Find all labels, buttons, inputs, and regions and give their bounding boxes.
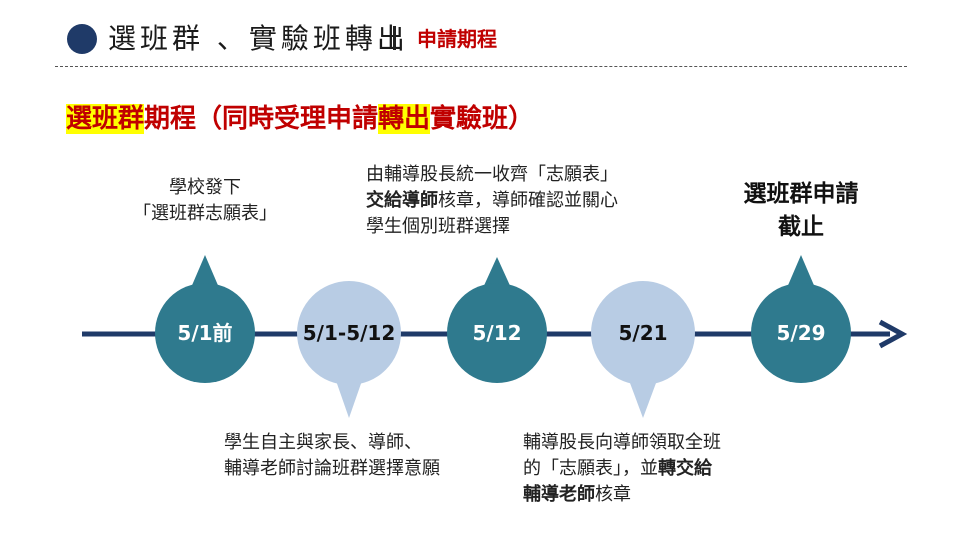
note-2: 學生自主與家長、導師、 輔導老師討論班群選擇意願: [224, 430, 440, 482]
note-4-line-3-rest: 核章: [595, 484, 631, 505]
node-2-pointer: [334, 375, 364, 418]
note-4-line-2: 的「志願表」，並轉交給: [523, 456, 721, 482]
note-4-line-3: 輔導老師核章: [523, 482, 721, 508]
note-1-line-2: 「選班群志願表」: [133, 203, 277, 224]
node-4-circle: [591, 281, 695, 385]
node-3-label: 5/12: [472, 321, 522, 345]
note-1: 學校發下 「選班群志願表」: [120, 175, 290, 227]
node-5-circle: [751, 283, 851, 383]
section-title-text-1: 期程（同時受理申請: [144, 104, 379, 134]
note-2-line-2: 輔導老師討論班群選擇意願: [224, 458, 440, 479]
title-separator: [393, 26, 396, 50]
node-3-pointer: [482, 257, 512, 290]
page-title: 選班群 、實驗班轉出: [108, 22, 409, 55]
section-title-highlight-1: 選班群: [66, 104, 145, 134]
node-1-circle: [155, 283, 255, 383]
note-4-bold-1: 轉交給: [658, 458, 712, 479]
note-3-bold: 交給導師: [366, 190, 438, 211]
note-3-line-3: 學生個別班群選擇: [366, 216, 510, 237]
note-5-line-2: 截止: [778, 214, 824, 240]
node-5-pointer: [786, 255, 816, 290]
note-5: 選班群申請 截止: [726, 178, 876, 244]
note-3: 由輔導股長統一收齊「志願表」 交給導師核章，導師確認並關心 學生個別班群選擇: [366, 162, 618, 240]
header-bullet-icon: [67, 24, 97, 54]
section-title-highlight-2: 轉出: [378, 104, 431, 134]
node-2-circle: [297, 281, 401, 385]
dashed-divider: [55, 66, 907, 67]
note-5-line-1: 選班群申請: [743, 181, 859, 207]
node-1-pointer: [190, 255, 220, 290]
node-4-pointer: [627, 375, 659, 418]
note-3-line-2-rest: 核章，導師確認並關心: [438, 190, 618, 211]
note-2-line-1: 學生自主與家長、導師、: [224, 432, 422, 453]
page-subtitle: 申請期程: [417, 27, 497, 51]
node-3-circle: [447, 283, 547, 383]
note-4-line-2-pre: 的「志願表」，並: [523, 458, 658, 479]
note-4-line-1: 輔導股長向導師領取全班: [523, 432, 721, 453]
note-1-line-1: 學校發下: [169, 177, 241, 198]
note-4: 輔導股長向導師領取全班 的「志願表」，並轉交給 輔導老師核章: [523, 430, 721, 508]
section-title: 選班群期程（同時受理申請轉出實驗班）: [66, 100, 534, 138]
node-2-label: 5/1-5/12: [302, 321, 396, 345]
note-3-line-2: 交給導師核章，導師確認並關心: [366, 188, 618, 214]
section-title-text-2: 實驗班）: [430, 104, 535, 134]
note-3-line-1: 由輔導股長統一收齊「志願表」: [366, 164, 618, 185]
note-4-bold-2: 輔導老師: [523, 484, 595, 505]
node-5-label: 5/29: [776, 321, 826, 345]
timeline-arrowhead-icon: [878, 319, 908, 349]
node-4-label: 5/21: [618, 321, 668, 345]
node-1-label: 5/1前: [177, 321, 233, 345]
